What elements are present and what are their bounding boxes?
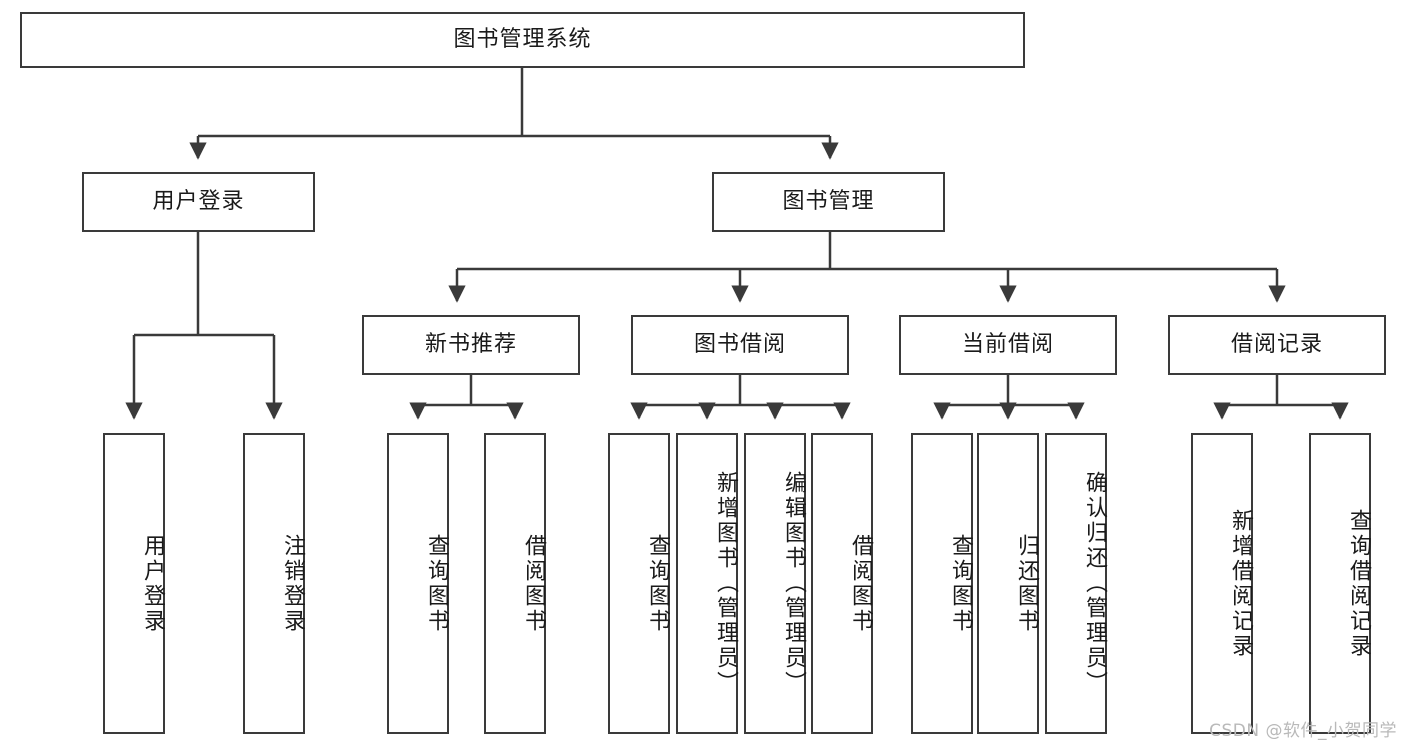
- leaf-borrow-edit-book-admin[interactable]: 编辑图书（管理员）: [744, 433, 806, 734]
- node-borrow-records-label: 借阅记录: [1230, 331, 1323, 357]
- leaf-borrow-edit-book-admin-label: 编辑图书（管理员）: [781, 471, 806, 696]
- leaf-current-confirm-return-admin-label: 确认归还（管理员）: [1082, 471, 1107, 696]
- node-book-borrow-label: 图书借阅: [693, 331, 786, 357]
- leaf-borrow-borrow-books[interactable]: 借阅图书: [811, 433, 873, 734]
- leaf-user-login-label: 用户登录: [140, 533, 165, 634]
- node-book-management-label: 图书管理: [782, 188, 875, 214]
- leaf-current-query-books-label: 查询图书: [948, 533, 973, 634]
- leaf-records-add-record[interactable]: 新增借阅记录: [1191, 433, 1253, 734]
- node-current-borrow-label: 当前借阅: [961, 331, 1054, 357]
- leaf-newbook-query-books[interactable]: 查询图书: [387, 433, 449, 734]
- node-book-borrow[interactable]: 图书借阅: [631, 315, 849, 375]
- node-new-book-recommend[interactable]: 新书推荐: [362, 315, 580, 375]
- node-root-label: 图书管理系统: [453, 26, 592, 52]
- node-user-login[interactable]: 用户登录: [82, 172, 315, 232]
- leaf-newbook-query-books-label: 查询图书: [424, 533, 449, 634]
- leaf-logout[interactable]: 注销登录: [243, 433, 305, 734]
- node-current-borrow[interactable]: 当前借阅: [899, 315, 1117, 375]
- leaf-borrow-add-book-admin[interactable]: 新增图书（管理员）: [676, 433, 738, 734]
- leaf-records-query-record[interactable]: 查询借阅记录: [1309, 433, 1371, 734]
- leaf-borrow-query-books[interactable]: 查询图书: [608, 433, 670, 734]
- node-root-system[interactable]: 图书管理系统: [20, 12, 1025, 68]
- node-user-login-label: 用户登录: [152, 188, 245, 214]
- leaf-borrow-query-books-label: 查询图书: [645, 533, 670, 634]
- node-new-book-recommend-label: 新书推荐: [424, 331, 517, 357]
- leaf-records-query-record-label: 查询借阅记录: [1346, 508, 1371, 659]
- leaf-newbook-borrow-books[interactable]: 借阅图书: [484, 433, 546, 734]
- node-book-management[interactable]: 图书管理: [712, 172, 945, 232]
- leaf-current-query-books[interactable]: 查询图书: [911, 433, 973, 734]
- leaf-logout-label: 注销登录: [280, 533, 305, 634]
- watermark-text: CSDN @软件_小贺同学: [1209, 721, 1397, 741]
- leaf-current-return-books-label: 归还图书: [1014, 533, 1039, 634]
- node-borrow-records[interactable]: 借阅记录: [1168, 315, 1386, 375]
- leaf-borrow-borrow-books-label: 借阅图书: [848, 533, 873, 634]
- leaf-current-return-books[interactable]: 归还图书: [977, 433, 1039, 734]
- leaf-borrow-add-book-admin-label: 新增图书（管理员）: [713, 471, 738, 696]
- leaf-newbook-borrow-books-label: 借阅图书: [521, 533, 546, 634]
- leaf-user-login[interactable]: 用户登录: [103, 433, 165, 734]
- leaf-current-confirm-return-admin[interactable]: 确认归还（管理员）: [1045, 433, 1107, 734]
- leaf-records-add-record-label: 新增借阅记录: [1228, 508, 1253, 659]
